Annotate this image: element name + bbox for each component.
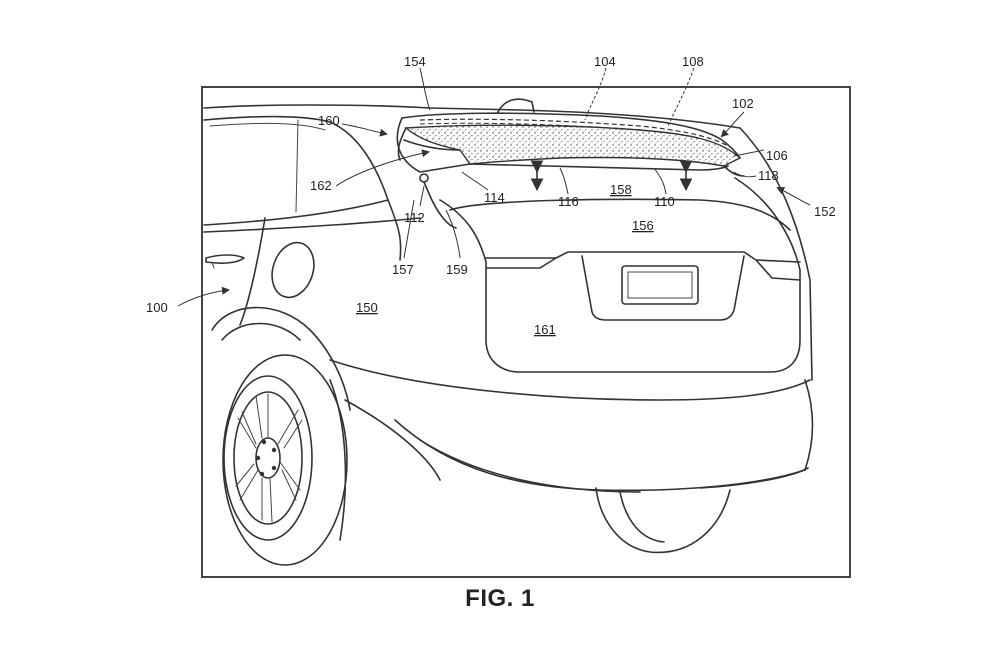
ref-104: 104: [594, 54, 616, 69]
ref-106: 106: [766, 148, 788, 163]
ref-108: 108: [682, 54, 704, 69]
ref-154: 154: [404, 54, 426, 69]
ref-152: 152: [814, 204, 836, 219]
ref-100: 100: [146, 300, 168, 315]
figure-caption: FIG. 1: [465, 585, 535, 612]
ref-159: 159: [446, 262, 468, 277]
ref-150: 150: [356, 300, 378, 315]
ref-156: 156: [632, 218, 654, 233]
vehicle-body: [203, 104, 814, 493]
reference-numerals: 154 104 108 102 160 106 162 118 114 116 …: [146, 54, 836, 337]
liftgate: [439, 198, 801, 373]
rear-wheel-left: [222, 354, 348, 566]
ref-158: 158: [610, 182, 632, 197]
ref-110: 110: [654, 194, 675, 209]
ref-114: 114: [484, 190, 505, 205]
ref-160: 160: [318, 113, 340, 128]
spoiler-assembly: [396, 98, 745, 229]
ref-116: 116: [558, 194, 579, 209]
ref-162: 162: [310, 178, 332, 193]
rear-wheel-right: [595, 487, 731, 554]
figure-border: [201, 86, 851, 578]
ref-118: 118: [758, 168, 779, 183]
ref-102: 102: [732, 96, 754, 111]
ref-161: 161: [534, 322, 556, 337]
ref-157: 157: [392, 262, 414, 277]
ref-112: 112: [404, 210, 425, 225]
leader-lines: [177, 67, 811, 307]
